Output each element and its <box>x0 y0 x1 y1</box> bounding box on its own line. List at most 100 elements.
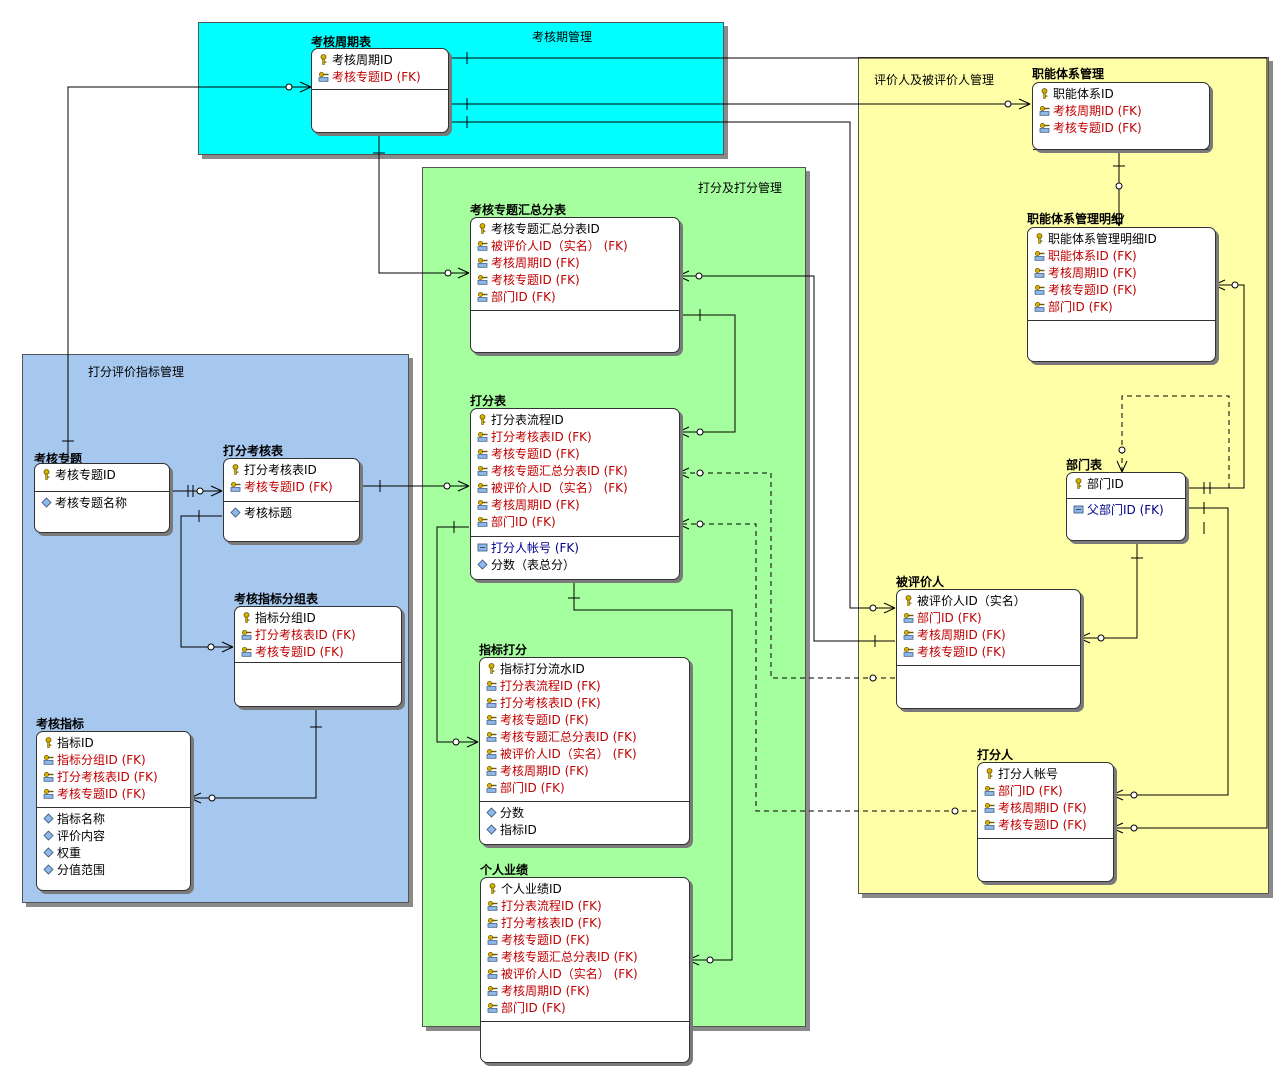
column-label: 职能体系ID <box>1053 87 1114 101</box>
entity-title-fenzu: 考核指标分组表 <box>234 592 319 606</box>
foreign-key-icon <box>43 771 54 782</box>
column-label: 打分表流程ID (FK) <box>500 679 601 693</box>
foreign-key-column: 考核专题ID (FK) <box>486 712 589 729</box>
attribute-icon <box>41 497 52 508</box>
foreign-key-column: 考核专题ID (FK) <box>477 272 580 289</box>
foreign-key-column: 考核专题ID (FK) <box>477 446 580 463</box>
column-label: 考核专题ID (FK) <box>244 480 333 494</box>
column-label: 指标名称 <box>57 812 106 826</box>
column-label: 考核专题ID (FK) <box>255 645 344 659</box>
primary-key-column: 指标打分流水ID <box>486 661 585 678</box>
foreign-key-column: 考核周期ID (FK) <box>1039 103 1142 120</box>
foreign-key-column: 部门ID (FK) <box>477 289 556 306</box>
primary-key-icon <box>986 768 993 779</box>
foreign-key-column: 考核专题ID (FK) <box>1034 282 1137 299</box>
attribute-icon <box>486 824 497 835</box>
foreign-key-column: 考核专题ID (FK) <box>43 786 146 803</box>
foreign-key-column: 考核周期ID (FK) <box>487 983 590 1000</box>
primary-key-icon <box>489 883 496 894</box>
primary-key-column: 打分人帐号 <box>984 766 1058 783</box>
foreign-key-icon <box>1073 505 1084 514</box>
foreign-key-icon <box>1034 284 1045 295</box>
entity-beipingjia[interactable]: 被评价人ID（实名）部门ID (FK)考核周期ID (FK)考核专题ID (FK… <box>896 589 1081 709</box>
foreign-key-column: 部门ID (FK) <box>903 610 982 627</box>
foreign-key-icon <box>486 765 497 776</box>
entity-dafenkaohe[interactable]: 打分考核表ID 考核专题ID (FK) 考核标题 <box>223 458 360 542</box>
entity-dafenren[interactable]: 打分人帐号部门ID (FK)考核周期ID (FK)考核专题ID (FK) <box>977 762 1114 882</box>
foreign-key-icon <box>487 1002 498 1013</box>
foreign-key-icon <box>477 543 488 552</box>
primary-key-column: 职能体系管理明细ID <box>1034 231 1157 248</box>
foreign-key-icon <box>43 754 54 765</box>
primary-key-icon <box>488 663 495 674</box>
foreign-key-icon <box>477 516 488 527</box>
attribute-icon <box>230 507 241 518</box>
primary-key-icon <box>479 223 486 234</box>
foreign-key-icon <box>1039 105 1050 116</box>
column-label: 职能体系ID (FK) <box>1048 249 1137 263</box>
area-people-management: 评价人及被评价人管理 <box>858 57 1269 894</box>
entity-title-zhibiao: 考核指标 <box>36 717 85 731</box>
entity-title-geren: 个人业绩 <box>480 863 529 877</box>
attribute-column: 权重 <box>43 845 81 862</box>
column-label: 考核周期ID (FK) <box>501 984 590 998</box>
foreign-key-icon <box>477 274 488 285</box>
entity-huizong[interactable]: 考核专题汇总分表ID 被评价人ID（实名） (FK) 考核周期ID (FK)考核专题… <box>470 217 680 353</box>
attribute-column: 指标ID <box>486 822 537 839</box>
primary-key-icon <box>232 464 239 475</box>
primary-key-icon <box>905 595 912 606</box>
entity-title-dafenbiao: 打分表 <box>470 394 507 408</box>
key-separator <box>1067 498 1185 499</box>
primary-key-column: 指标ID <box>43 735 94 752</box>
primary-key-column: 考核专题ID <box>41 467 116 484</box>
key-separator <box>312 89 448 90</box>
entity-title-zhuanti: 考核专题 <box>34 452 83 466</box>
primary-key-column: 考核专题汇总分表ID <box>477 221 600 238</box>
entity-title-kaohezhouqi: 考核周期表 <box>311 35 372 49</box>
foreign-key-icon <box>487 934 498 945</box>
column-label: 打分人帐号 (FK) <box>491 541 579 555</box>
foreign-key-column: 考核专题汇总分表ID (FK) <box>486 729 637 746</box>
foreign-key-icon <box>477 240 488 251</box>
entity-zhuanti[interactable]: 考核专题ID 考核专题名称 <box>34 463 170 533</box>
key-separator <box>235 662 401 663</box>
foreign-key-column: 考核专题ID (FK) <box>1039 120 1142 137</box>
primary-key-icon <box>320 54 327 65</box>
area-title: 评价人及被评价人管理 <box>874 73 995 87</box>
primary-key-icon <box>43 469 50 480</box>
foreign-key-icon <box>984 785 995 796</box>
column-label: 职能体系管理明细ID <box>1048 232 1157 246</box>
column-label: 部门ID (FK) <box>1048 300 1113 314</box>
column-label: 考核专题汇总分表ID <box>491 222 600 236</box>
column-label: 打分考核表ID <box>244 463 317 477</box>
column-label: 考核专题名称 <box>55 496 128 510</box>
primary-key-icon <box>1041 88 1048 99</box>
foreign-key-column: 打分考核表ID (FK) <box>477 429 592 446</box>
column-label: 被评价人ID（实名） (FK) <box>491 239 628 253</box>
attribute-column: 分数（表总分） <box>477 557 575 574</box>
column-label: 考核专题ID (FK) <box>57 787 146 801</box>
foreign-key-column: 考核周期ID (FK) <box>477 255 580 272</box>
foreign-key-column: 被评价人ID（实名） (FK) <box>477 480 628 497</box>
foreign-key-column: 部门ID (FK) <box>486 780 565 797</box>
primary-key-icon <box>243 612 250 623</box>
entity-zhineng[interactable]: 职能体系ID 考核周期ID (FK)考核专题ID (FK) <box>1032 82 1210 150</box>
column-label: 考核专题ID (FK) <box>1048 283 1137 297</box>
attribute-column: 考核专题名称 <box>41 495 127 512</box>
attribute-column: 考核标题 <box>230 505 292 522</box>
column-label: 被评价人ID（实名） (FK) <box>491 481 628 495</box>
foreign-key-icon <box>984 819 995 830</box>
column-label: 部门ID (FK) <box>500 781 565 795</box>
foreign-key-icon <box>477 291 488 302</box>
foreign-key-icon <box>486 731 497 742</box>
column-label: 考核专题ID (FK) <box>332 70 421 84</box>
